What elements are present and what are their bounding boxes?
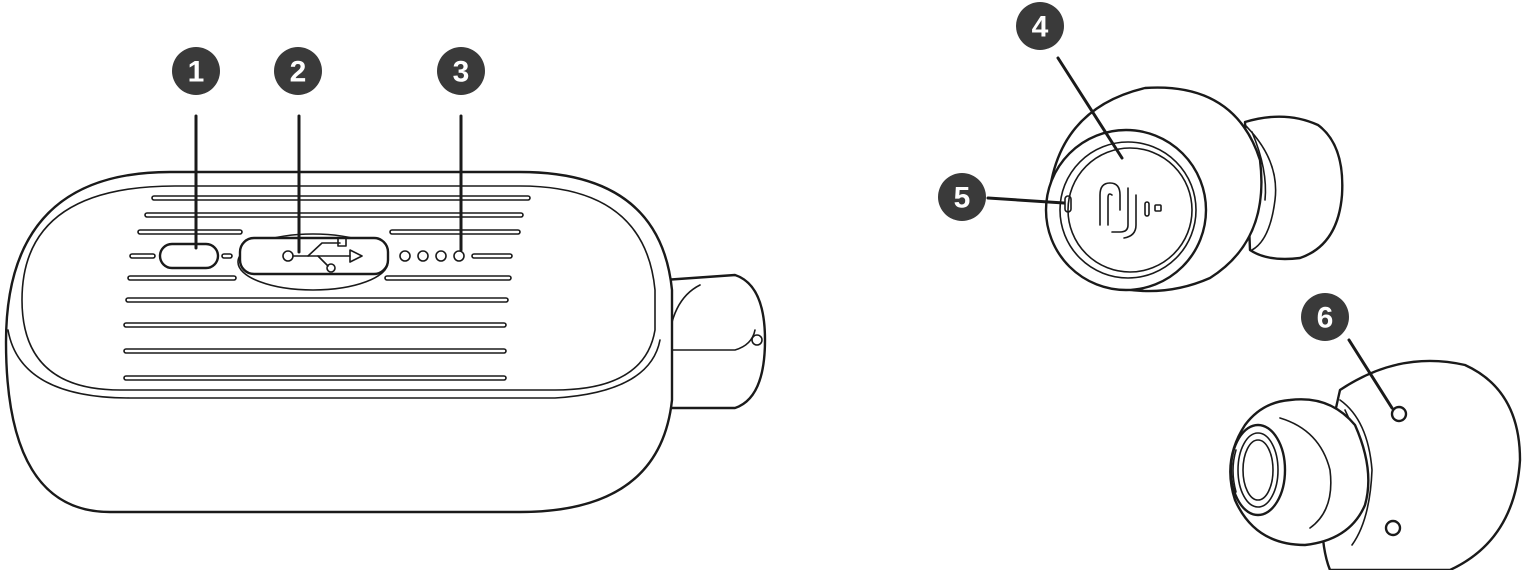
leader-5 (986, 196, 1066, 205)
case-seam (7, 329, 661, 399)
leader-4 (1056, 56, 1124, 160)
callout-badge-5: 5 (938, 173, 986, 221)
case-top-surface (21, 185, 656, 391)
charging-case (4, 170, 767, 514)
svg-text:3: 3 (453, 56, 470, 89)
svg-text:1: 1 (188, 56, 205, 89)
leader-6 (1347, 338, 1394, 410)
callout-badge-1: 1 (172, 47, 220, 95)
svg-text:6: 6 (1317, 302, 1334, 335)
earbud-back (1229, 359, 1522, 570)
svg-text:5: 5 (954, 182, 971, 215)
earbud-front (1044, 86, 1344, 293)
leader-lines (194, 56, 1394, 410)
callout-badge-3: 3 (437, 47, 485, 95)
charging-contact-bottom (1384, 519, 1402, 537)
usb-port[interactable] (237, 233, 390, 291)
charging-contact-top (1390, 405, 1408, 423)
case-grooves (123, 195, 531, 381)
case-body (4, 170, 674, 514)
svg-text:2: 2 (290, 56, 307, 89)
brand-logo-icon (1099, 182, 1162, 239)
pairing-button[interactable] (158, 242, 220, 270)
svg-text:4: 4 (1032, 11, 1049, 44)
callout-badge-2: 2 (274, 47, 322, 95)
ear-tip (1243, 115, 1344, 261)
callout-badge-6: 6 (1301, 293, 1349, 341)
usb-symbol-icon (282, 237, 363, 273)
led-indicators (399, 250, 465, 262)
case-hinge (656, 273, 767, 410)
nozzle-opening (1229, 423, 1287, 517)
callout-badge-4: 4 (1016, 2, 1064, 50)
